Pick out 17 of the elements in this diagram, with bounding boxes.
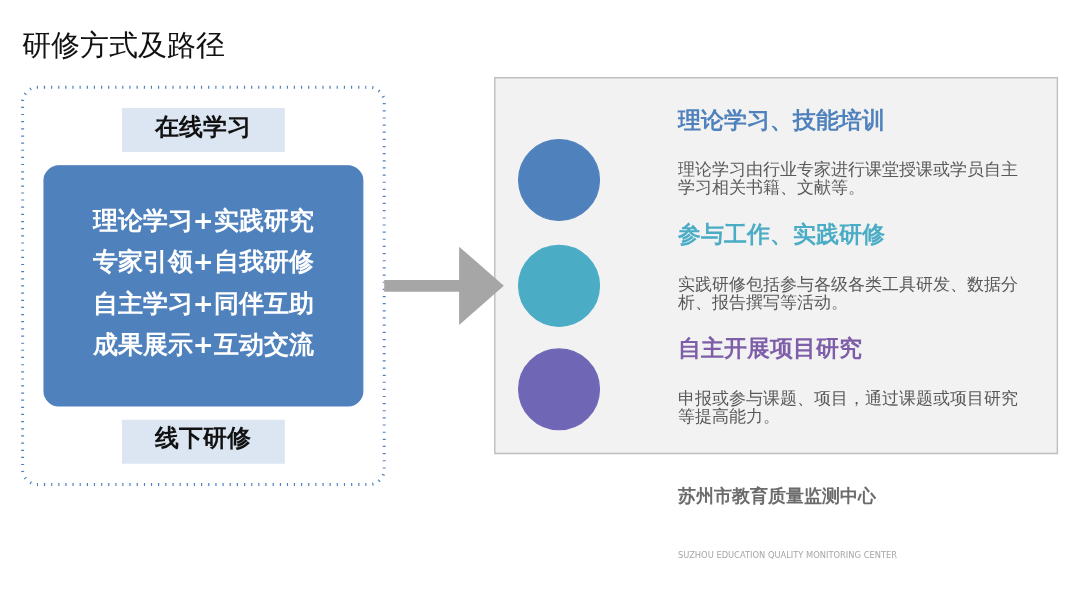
node-box: 在线学习 [121,108,285,153]
node-circle [518,138,601,222]
label: 实践研修包括参与各级各类工具研发、数据分析、报告撰写等活动。 [677,274,1018,312]
label: 苏州市教育质量监测中心 [677,485,876,507]
cluster [494,77,1059,455]
node-circle [518,348,601,431]
node-box: 线下研修 [121,419,285,464]
label: 理论学习由行业专家进行课堂授课或学员自主学习相关书籍、文献等。 [677,160,1018,198]
cluster [21,85,386,486]
node-circle [518,244,601,327]
diagram-title: 研修方式及路径 [21,29,225,63]
label: SUZHOU EDUCATION QUALITY MONITORING CENTER [677,549,898,560]
node-box: 理论学习+实践研究 专家引领+自我研修 自主学习+同伴互助 成果展示+互动交流 [43,165,364,407]
label: 理论学习、技能培训 [677,106,885,133]
label: 申报或参与课题、项目，通过课题或项目研究等提高能力。 [677,388,1018,426]
label: 自主开展项目研究 [677,335,862,362]
label: 参与工作、实践研修 [677,221,885,248]
